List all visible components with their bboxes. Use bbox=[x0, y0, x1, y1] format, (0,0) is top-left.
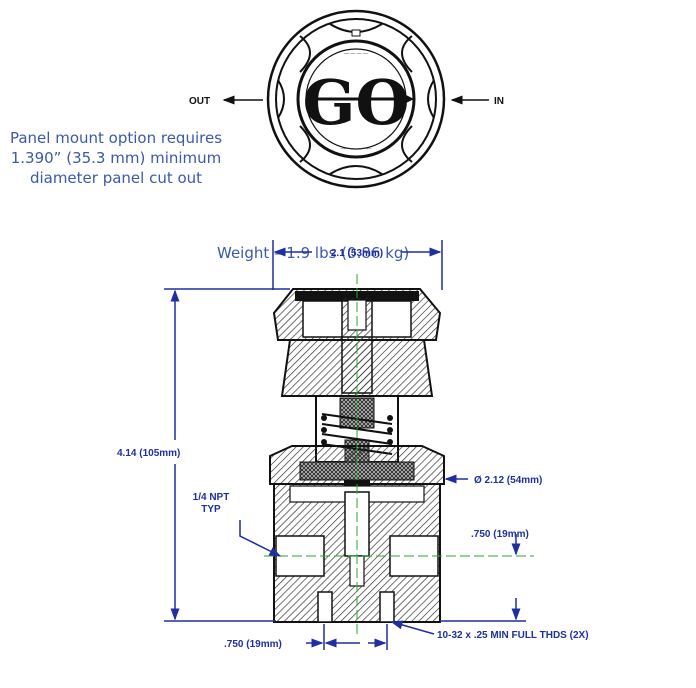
panel-mount-note-line-3: diameter panel cut out bbox=[29, 169, 203, 187]
thread-spec-label: 10-32 x .25 MIN FULL THDS (2X) bbox=[437, 630, 589, 641]
npt-label-line-2: TYP bbox=[201, 504, 221, 515]
panel-mount-note: Panel mount option requires 1.390” (35.3… bbox=[0, 128, 232, 188]
height-dimension-label: 4.14 (105mm) bbox=[117, 448, 180, 459]
out-label: OUT bbox=[189, 96, 210, 107]
svg-text:— — — —: — — — — bbox=[344, 51, 368, 57]
diameter-dimension-label: Ø 2.12 (54mm) bbox=[474, 475, 542, 486]
dimension-labels: 2.1 (53mm) 4.14 (105mm) Ø 2.12 (54mm) .7… bbox=[117, 248, 589, 650]
svg-text:— — — — —: — — — — — bbox=[341, 146, 372, 152]
panel-mount-note-line-2: 1.390” (35.3 mm) minimum bbox=[10, 149, 222, 167]
panel-mount-note-line-1: Panel mount option requires bbox=[9, 129, 223, 147]
dimension-annotations bbox=[164, 240, 526, 650]
in-label: IN bbox=[494, 96, 504, 107]
width-dimension-label: 2.1 (53mm) bbox=[331, 248, 383, 259]
knob-top-view: GO — — — — — — — — — bbox=[266, 9, 446, 189]
weight-note: Weight – 1.9 lbs (0.86 kg) bbox=[217, 244, 410, 262]
bottom-spacing-dimension-label: .750 (19mm) bbox=[224, 639, 282, 650]
go-logo-text: GO bbox=[303, 66, 410, 139]
flow-arrows: OUT IN bbox=[189, 95, 504, 107]
regulator-section-view bbox=[264, 274, 534, 636]
npt-label-line-1: 1/4 NPT bbox=[193, 492, 230, 503]
port-offset-dimension-label: .750 (19mm) bbox=[471, 529, 529, 540]
